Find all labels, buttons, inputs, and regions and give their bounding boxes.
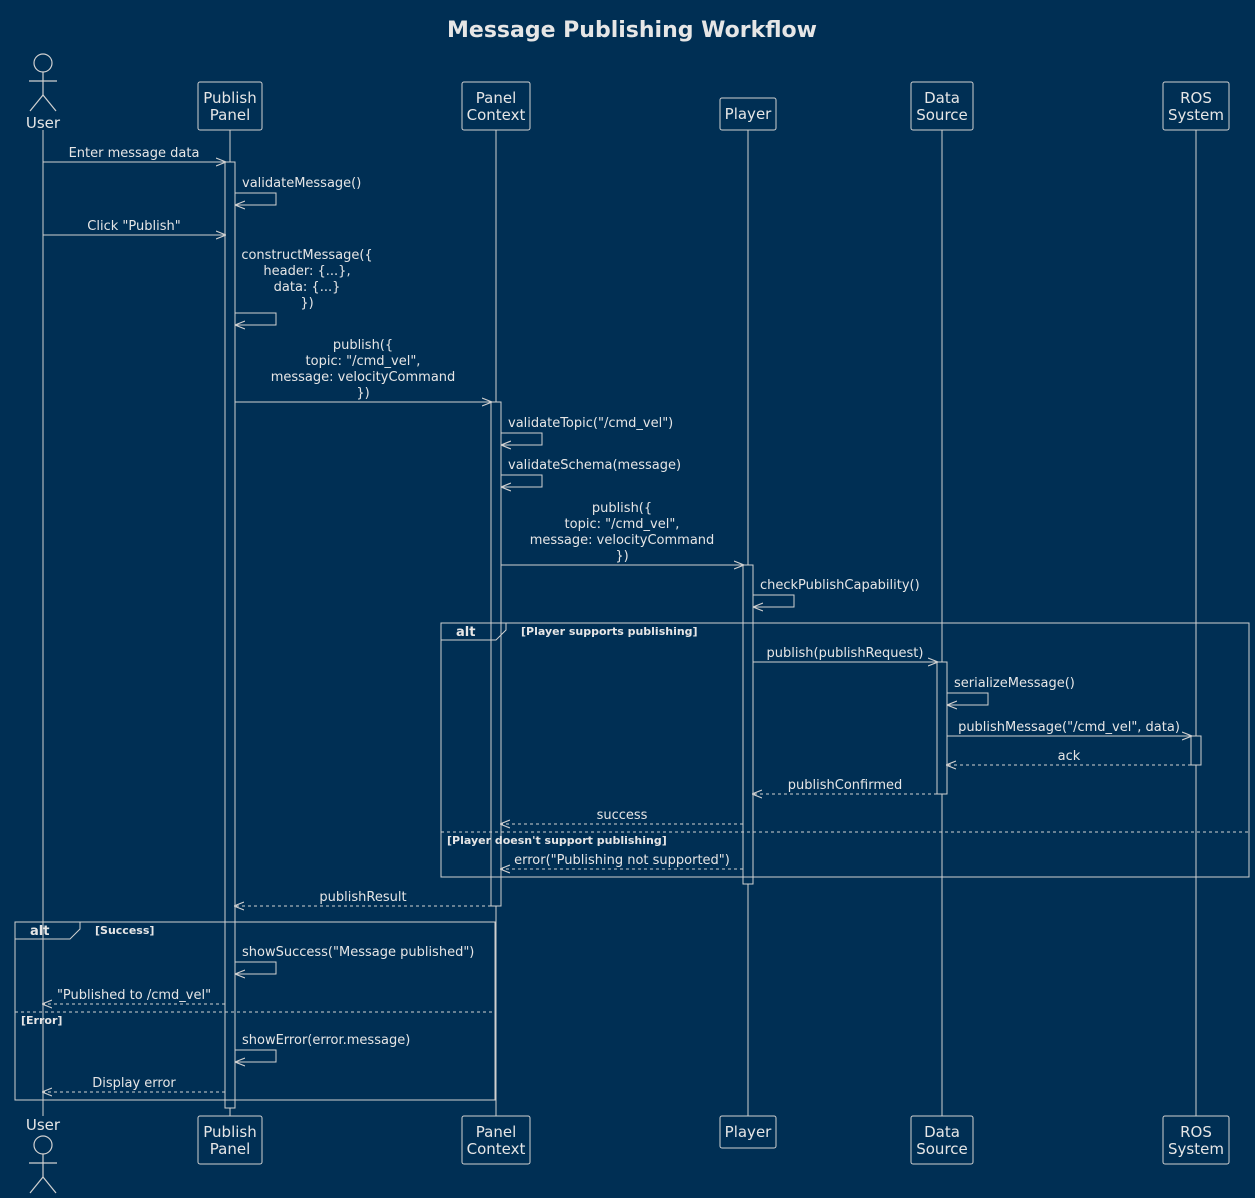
message-arrow: validateTopic("/cmd_vel") <box>501 416 673 445</box>
message-label: publishConfirmed <box>788 778 902 793</box>
participant-user-top: User <box>26 114 61 132</box>
message-arrow: "Published to /cmd_vel" <box>43 988 225 1004</box>
participant-label: Panel <box>210 1140 250 1158</box>
message-label: publish({ <box>333 338 393 353</box>
message-label: topic: "/cmd_vel", <box>306 354 421 369</box>
fragment-condition: [Error] <box>21 1014 62 1027</box>
message-label: message: velocityCommand <box>271 370 456 385</box>
participant-label: Publish <box>203 89 256 107</box>
message-label: header: {...}, <box>263 264 350 279</box>
message-arrow: validateSchema(message) <box>501 458 681 487</box>
message-label: validateSchema(message) <box>508 458 681 473</box>
fragment-kind: alt <box>30 924 49 939</box>
participant-user-bottom: User <box>26 1116 61 1134</box>
message-arrow: constructMessage({header: {...},data: {.… <box>235 248 373 325</box>
alt-fragment: alt [Player supports publishing] [Player d… <box>440 622 1250 878</box>
message-arrow: ack <box>947 749 1191 765</box>
participant-label: Context <box>467 106 526 124</box>
message-label: validateTopic("/cmd_vel") <box>508 416 673 431</box>
participant-label: Data <box>924 89 960 107</box>
message-label: showError(error.message) <box>242 1033 410 1048</box>
message-label: constructMessage({ <box>241 248 372 263</box>
message-arrow: publishMessage("/cmd_vel", data) <box>947 720 1191 736</box>
message-label: publishResult <box>319 890 406 905</box>
participant-label: Source <box>916 1140 968 1158</box>
diagram-title: Message Publishing Workflow <box>447 18 817 43</box>
participant-label: Context <box>467 1140 526 1158</box>
message-label: showSuccess("Message published") <box>242 945 474 960</box>
participant-label: System <box>1168 106 1224 124</box>
activation-bar-panel-context <box>490 401 502 907</box>
message-label: topic: "/cmd_vel", <box>565 517 680 532</box>
message-arrow: publish({topic: "/cmd_vel",message: velo… <box>501 501 743 565</box>
message-arrow: Enter message data <box>43 146 225 162</box>
message-label: Display error <box>92 1076 176 1091</box>
activation-bar-ros-system <box>1190 735 1202 766</box>
message-label: Enter message data <box>69 146 200 161</box>
message-label: publishMessage("/cmd_vel", data) <box>958 720 1180 735</box>
message-label: data: {...} <box>274 280 341 295</box>
participant-label: Player <box>725 105 773 123</box>
message-label: publish({ <box>592 501 652 516</box>
message-label: Click "Publish" <box>87 219 180 234</box>
message-arrow: showSuccess("Message published") <box>235 945 474 974</box>
message-arrow: validateMessage() <box>235 176 361 205</box>
alt-fragment: alt [Success] [Error] <box>14 921 496 1101</box>
message-arrow: serializeMessage() <box>947 676 1075 705</box>
activation-bar-publish-panel <box>224 161 236 1109</box>
message-label: "Published to /cmd_vel" <box>57 988 211 1003</box>
actor-user-top-icon <box>29 53 57 112</box>
participant-label: Source <box>916 106 968 124</box>
participant-label: Player <box>725 1123 773 1141</box>
participant-label: ROS <box>1180 1123 1212 1141</box>
message-label: ack <box>1058 749 1081 764</box>
message-label: error("Publishing not supported") <box>514 853 730 868</box>
message-arrow: Display error <box>43 1076 225 1092</box>
fragment-condition: [Success] <box>95 924 154 937</box>
message-label: }) <box>356 386 369 401</box>
message-label: validateMessage() <box>242 176 361 191</box>
message-arrow: Click "Publish" <box>43 219 225 235</box>
actor-user-bottom-icon <box>29 1135 57 1194</box>
participant-label: System <box>1168 1140 1224 1158</box>
message-arrow: publishResult <box>235 890 491 906</box>
participant-label: Publish <box>203 1123 256 1141</box>
participant-label: Panel <box>476 89 516 107</box>
participant-player-bottom: Player <box>719 1115 777 1149</box>
message-arrow: publish({topic: "/cmd_vel",message: velo… <box>235 338 491 402</box>
message-label: serializeMessage() <box>954 676 1075 691</box>
participant-player-top: Player <box>719 97 777 131</box>
message-arrow: publishConfirmed <box>753 778 937 794</box>
message-arrow: publish(publishRequest) <box>753 646 937 662</box>
activation-bar-data-source <box>936 661 948 795</box>
fragment-condition: [Player doesn't support publishing] <box>447 834 667 847</box>
participant-label: Panel <box>476 1123 516 1141</box>
message-arrow: showError(error.message) <box>235 1033 410 1062</box>
fragment-kind: alt <box>456 625 475 640</box>
message-label: publish(publishRequest) <box>767 646 924 661</box>
message-arrow: error("Publishing not supported") <box>501 853 743 869</box>
participant-label: Data <box>924 1123 960 1141</box>
activation-bar-player <box>742 564 754 885</box>
participant-label: Panel <box>210 106 250 124</box>
message-label: }) <box>615 549 628 564</box>
message-label: checkPublishCapability() <box>760 578 920 593</box>
message-arrow: success <box>501 808 743 824</box>
message-label: message: velocityCommand <box>530 533 715 548</box>
message-label: success <box>597 808 648 823</box>
message-arrow: checkPublishCapability() <box>753 578 920 607</box>
fragment-condition: [Player supports publishing] <box>521 625 698 638</box>
participant-label: ROS <box>1180 89 1212 107</box>
message-label: }) <box>300 296 313 311</box>
